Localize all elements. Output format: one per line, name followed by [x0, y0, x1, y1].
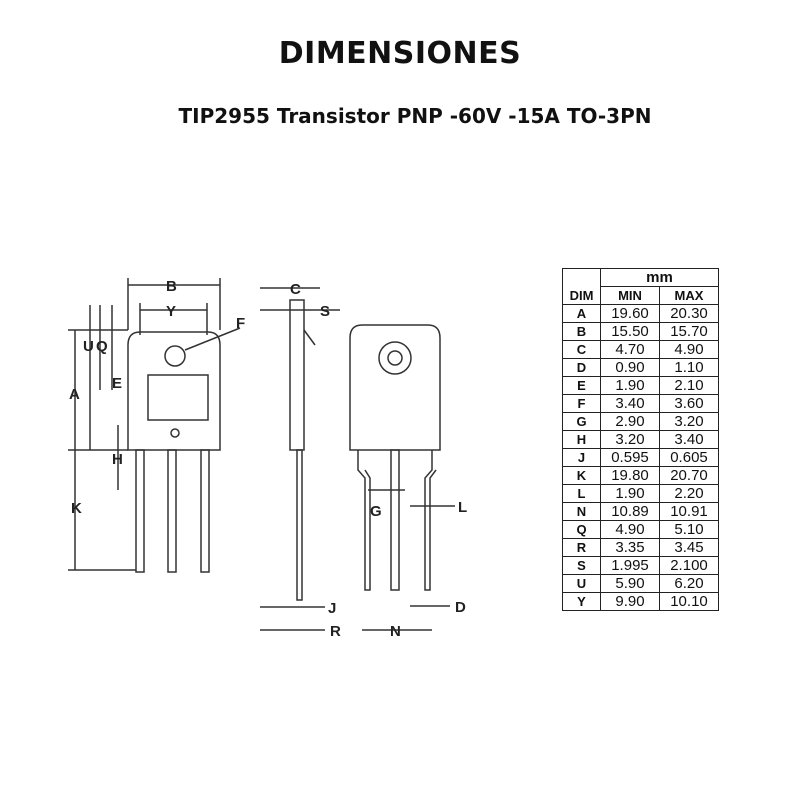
max-cell: 3.20: [659, 412, 719, 431]
dim-cell: F: [562, 394, 601, 413]
dim-header: DIM: [562, 268, 601, 305]
label-L: L: [458, 499, 467, 516]
label-R: R: [330, 623, 341, 640]
dim-cell: D: [562, 358, 601, 377]
label-Q: Q: [96, 338, 108, 355]
dim-cell: A: [562, 304, 601, 323]
min-cell: 10.89: [600, 502, 660, 521]
label-N: N: [390, 623, 401, 640]
dim-cell: E: [562, 376, 601, 395]
dim-cell: U: [562, 574, 601, 593]
max-cell: 5.10: [659, 520, 719, 539]
side-view: [260, 287, 340, 631]
label-A: A: [69, 386, 80, 403]
dim-cell: B: [562, 322, 601, 341]
min-cell: 15.50: [600, 322, 660, 341]
dim-cell: N: [562, 502, 601, 521]
page-subtitle: TIP2955 Transistor PNP -60V -15A TO-3PN: [178, 104, 652, 128]
dim-cell: C: [562, 340, 601, 359]
max-cell: 0.605: [659, 448, 719, 467]
label-E: E: [112, 375, 122, 392]
dim-cell: H: [562, 430, 601, 449]
min-cell: 19.60: [600, 304, 660, 323]
max-cell: 2.20: [659, 484, 719, 503]
label-D: D: [455, 599, 466, 616]
min-cell: 3.35: [600, 538, 660, 557]
max-cell: 10.10: [659, 592, 719, 611]
max-cell: 6.20: [659, 574, 719, 593]
label-K: K: [71, 500, 82, 517]
min-cell: 19.80: [600, 466, 660, 485]
max-cell: 3.45: [659, 538, 719, 557]
label-Y: Y: [166, 303, 176, 320]
dim-cell: S: [562, 556, 601, 575]
page-title: DIMENSIONES: [278, 36, 522, 71]
min-cell: 0.595: [600, 448, 660, 467]
min-cell: 9.90: [600, 592, 660, 611]
back-view: [349, 324, 455, 631]
min-cell: 2.90: [600, 412, 660, 431]
max-header: MAX: [659, 286, 719, 305]
min-header: MIN: [600, 286, 660, 305]
unit-header: mm: [600, 268, 719, 287]
min-cell: 4.70: [600, 340, 660, 359]
dim-cell: J: [562, 448, 601, 467]
dim-cell: Y: [562, 592, 601, 611]
max-cell: 20.70: [659, 466, 719, 485]
min-cell: 3.20: [600, 430, 660, 449]
max-cell: 1.10: [659, 358, 719, 377]
min-cell: 3.40: [600, 394, 660, 413]
label-C: C: [290, 281, 301, 298]
min-cell: 1.995: [600, 556, 660, 575]
dim-cell: K: [562, 466, 601, 485]
label-U: U: [83, 338, 94, 355]
min-cell: 5.90: [600, 574, 660, 593]
max-cell: 2.10: [659, 376, 719, 395]
dim-cell: L: [562, 484, 601, 503]
max-cell: 2.100: [659, 556, 719, 575]
dimension-labels: B Y F U Q A E H K C S J R G L N D: [69, 278, 467, 640]
label-H: H: [112, 451, 123, 468]
max-cell: 4.90: [659, 340, 719, 359]
max-cell: 15.70: [659, 322, 719, 341]
max-cell: 20.30: [659, 304, 719, 323]
label-S: S: [320, 303, 330, 320]
min-cell: 1.90: [600, 376, 660, 395]
label-B: B: [166, 278, 177, 295]
min-cell: 0.90: [600, 358, 660, 377]
label-F: F: [236, 315, 245, 332]
front-view: [68, 278, 241, 573]
min-cell: 1.90: [600, 484, 660, 503]
label-G: G: [370, 503, 382, 520]
max-cell: 10.91: [659, 502, 719, 521]
dim-cell: R: [562, 538, 601, 557]
max-cell: 3.40: [659, 430, 719, 449]
dim-cell: G: [562, 412, 601, 431]
max-cell: 3.60: [659, 394, 719, 413]
label-J: J: [328, 600, 336, 617]
dim-cell: Q: [562, 520, 601, 539]
min-cell: 4.90: [600, 520, 660, 539]
